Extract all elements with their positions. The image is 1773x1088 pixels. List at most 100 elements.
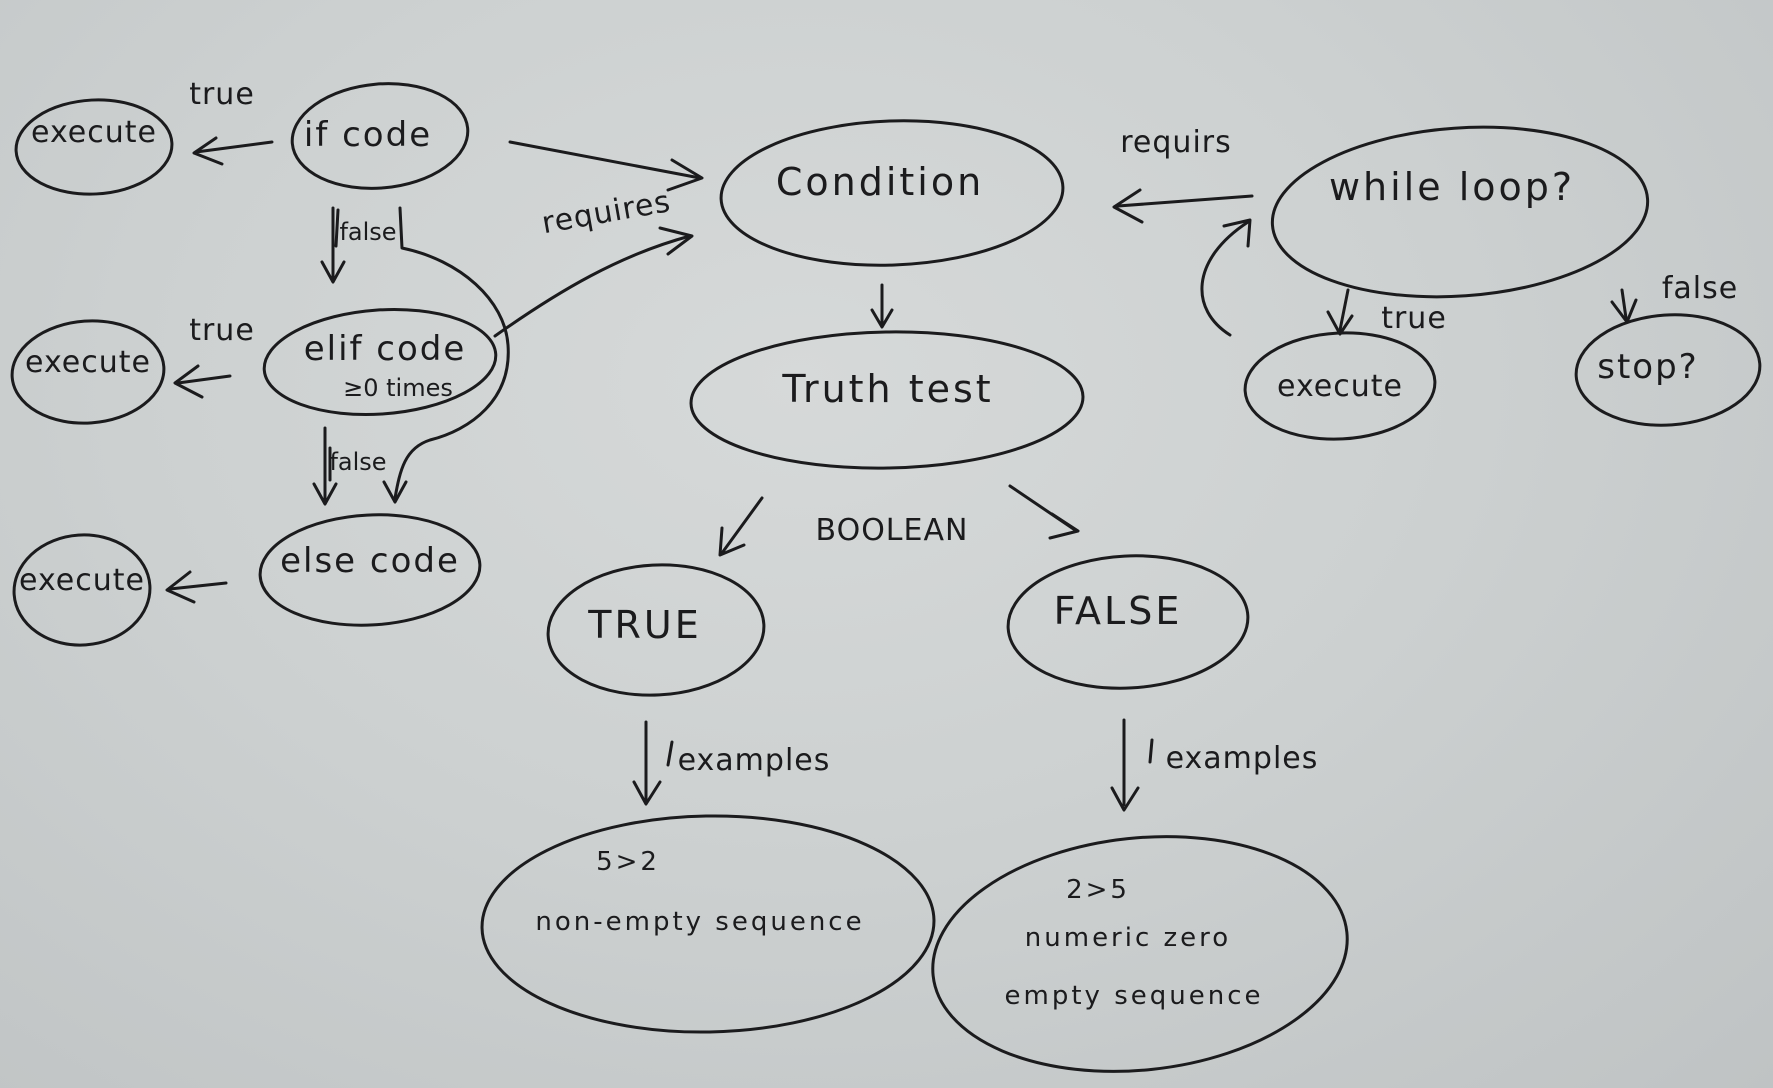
arrow-if-condition — [508, 140, 702, 180]
edge-elif-loop — [382, 206, 510, 504]
arrowhead-elif-loop — [382, 480, 408, 504]
execute-elif-ellipse — [10, 319, 166, 425]
true-examples-ellipse — [480, 814, 936, 1034]
arrow-to-true — [720, 496, 764, 555]
edge-while-false: false — [1610, 271, 1738, 324]
arrow-else — [168, 581, 228, 591]
false-example-1: 2>5 — [1066, 875, 1130, 905]
false-label: FALSE — [1054, 589, 1183, 633]
arrow-elif-condition — [493, 234, 692, 338]
arrow-elif-loop — [393, 206, 510, 500]
truth-test-ellipse — [689, 330, 1085, 470]
arrow-while-true — [1338, 288, 1350, 332]
true-examples-label: examples — [678, 743, 831, 778]
edge-while-condition: requirs — [1112, 125, 1254, 224]
arrowhead-while-condition — [1112, 188, 1144, 224]
tick-if-false — [334, 208, 340, 248]
elif-false-label: false — [329, 448, 386, 476]
arrow-if-true — [194, 140, 274, 154]
if-true-label: true — [189, 77, 255, 112]
execute-else-label: execute — [19, 563, 145, 598]
truth-test-label: Truth test — [781, 367, 993, 411]
edge-boolean: BOOLEAN — [718, 484, 1080, 557]
arrowhead-false-examples — [1110, 786, 1140, 812]
edge-elif-false: false — [312, 426, 387, 506]
node-while-loop: while loop? — [1270, 125, 1650, 299]
arrowhead-if-false — [320, 260, 346, 284]
if-false-label: false — [339, 218, 396, 246]
else-code-ellipse — [258, 513, 482, 627]
arrowhead-else — [165, 570, 196, 604]
arrowhead-if-true — [192, 136, 224, 166]
arrow-elif-true — [176, 374, 232, 385]
else-code-label: else code — [280, 541, 460, 581]
while-requires-label: requirs — [1120, 125, 1232, 160]
execute-if-label: execute — [31, 115, 157, 150]
if-code-ellipse — [290, 82, 470, 190]
node-condition: Condition — [719, 119, 1065, 267]
execute-else-ellipse — [12, 533, 152, 647]
node-true-examples: 5>2 non-empty sequence — [480, 814, 936, 1034]
condition-label: Condition — [776, 160, 984, 204]
arrowhead-if-condition — [666, 158, 704, 192]
node-false-examples: 2>5 numeric zero empty sequence — [931, 835, 1349, 1073]
node-if-code: if code — [290, 82, 470, 190]
while-loop-label: while loop? — [1329, 165, 1575, 209]
arrowhead-to-true — [718, 526, 746, 557]
false-example-3: empty sequence — [1005, 981, 1264, 1011]
elif-code-label: elif code — [304, 329, 467, 369]
arrowhead-elif-true — [173, 364, 204, 399]
execute-while-label: execute — [1277, 369, 1403, 404]
edge-condition-truth — [870, 283, 894, 329]
node-stop: stop? — [1574, 313, 1762, 427]
edge-true-examples: examples — [632, 720, 831, 806]
node-false: FALSE — [1006, 554, 1250, 690]
arrowhead-while-loopback — [1222, 218, 1252, 248]
tick-true-examples — [666, 740, 674, 767]
execute-while-ellipse — [1243, 331, 1437, 441]
elif-code-ellipse — [262, 307, 498, 417]
edge-elif-true: true — [173, 313, 255, 399]
arrowhead-elif-false — [312, 482, 338, 506]
edge-elif-condition: requires — [493, 184, 694, 338]
arrowhead-true-examples — [632, 780, 662, 806]
boolean-label: BOOLEAN — [816, 513, 969, 548]
arrow-while-condition — [1116, 194, 1254, 208]
true-example-2: non-empty sequence — [535, 907, 864, 937]
false-example-2: numeric zero — [1025, 923, 1231, 953]
stop-ellipse — [1574, 313, 1762, 427]
arrow-while-false — [1620, 288, 1628, 320]
while-false-label: false — [1662, 271, 1738, 306]
tick-false-examples — [1148, 738, 1154, 764]
edge-if-condition — [508, 140, 704, 192]
true-ellipse — [546, 563, 766, 697]
while-loop-ellipse — [1270, 125, 1650, 299]
edge-while-loopback — [1200, 218, 1252, 337]
arrowhead-elif-condition — [658, 226, 694, 256]
arrowhead-to-false — [1048, 512, 1080, 540]
arrow-while-loopback — [1200, 220, 1250, 337]
node-execute-elif: execute — [10, 319, 166, 425]
node-else-code: else code — [258, 513, 482, 627]
edge-else-execute — [165, 570, 228, 604]
edge-false-examples: examples — [1110, 718, 1319, 812]
elif-requires-label: requires — [539, 184, 673, 241]
while-true-label: true — [1381, 301, 1447, 336]
execute-elif-label: execute — [25, 345, 151, 380]
edge-while-true: true — [1326, 288, 1447, 336]
true-label: TRUE — [587, 603, 701, 647]
true-example-1: 5>2 — [596, 847, 660, 877]
false-examples-label: examples — [1166, 741, 1319, 776]
node-true: TRUE — [546, 563, 766, 697]
node-execute-while: execute — [1243, 331, 1437, 441]
elif-true-label: true — [189, 313, 255, 348]
execute-if-ellipse — [14, 98, 174, 196]
stop-label: stop? — [1597, 347, 1698, 387]
condition-ellipse — [719, 119, 1065, 267]
edge-if-false: false — [320, 206, 397, 284]
node-elif-code: elif code ≥0 times — [262, 307, 498, 417]
node-truth-test: Truth test — [689, 330, 1085, 470]
edge-if-true: true — [189, 77, 274, 166]
